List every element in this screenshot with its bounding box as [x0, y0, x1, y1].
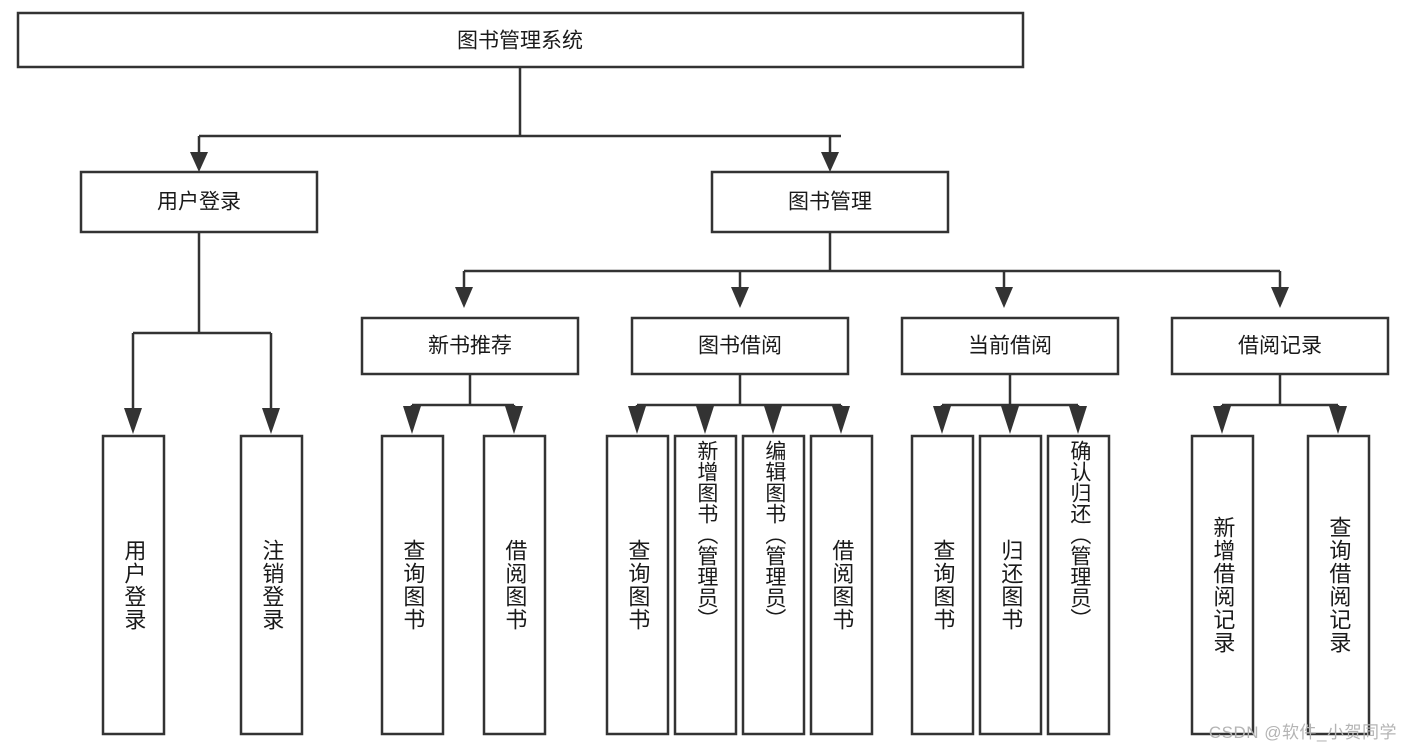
leaf-borrow-book-2-box[interactable] [809, 434, 874, 736]
leaf-confirm-return-box[interactable] [1046, 434, 1111, 736]
arrow-leaf-query-book-2 [628, 406, 646, 434]
node-book-borrow-box[interactable] [630, 316, 850, 376]
leaf-edit-book-box[interactable] [741, 434, 806, 736]
node-root[interactable]: 图书管理系统 [16, 11, 1025, 69]
arrow-leaf-user-login [124, 408, 142, 434]
node-borrow-record-box[interactable] [1170, 316, 1390, 376]
arrow-leaf-confirm-return [1069, 406, 1087, 434]
arrow-leaf-add-record [1213, 406, 1231, 434]
leaf-add-book-box[interactable] [673, 434, 738, 736]
leaf-return-book-box[interactable] [978, 434, 1043, 736]
arrow-new-book-recommend [455, 287, 473, 308]
node-borrow-record-label: 借阅记录 [1238, 335, 1322, 358]
node-book-management-label: 图书管理 [788, 191, 872, 214]
node-user-login[interactable]: 用户登录 [79, 170, 319, 234]
leaf-query-record-box[interactable] [1306, 434, 1371, 736]
leaf-query-book-1-box[interactable] [380, 434, 445, 736]
arrow-leaf-query-book-1 [403, 406, 421, 434]
node-user-login-box[interactable] [79, 170, 319, 234]
leaf-query-book-3-box[interactable] [910, 434, 975, 736]
arrow-leaf-edit-book [764, 406, 782, 434]
node-new-book-recommend-box[interactable] [360, 316, 580, 376]
node-root-box[interactable] [16, 11, 1025, 69]
leaf-add-record-box[interactable] [1190, 434, 1255, 736]
arrow-book-management [821, 152, 839, 172]
node-book-management[interactable]: 图书管理 [710, 170, 950, 234]
csdn-watermark: CSDN @软件_小贺同学 [1208, 723, 1397, 742]
node-new-book-recommend-label: 新书推荐 [428, 335, 512, 358]
leaf-user-logout-box[interactable] [239, 434, 304, 736]
leaf-borrow-book-1-box[interactable] [482, 434, 547, 736]
node-new-book-recommend[interactable]: 新书推荐 [360, 316, 580, 376]
leaf-user-login-box[interactable] [101, 434, 166, 736]
arrow-leaf-add-book [696, 406, 714, 434]
node-root-label: 图书管理系统 [457, 30, 583, 53]
arrow-borrow-record [1271, 287, 1289, 308]
arrow-leaf-return-book [1001, 406, 1019, 434]
leaf-query-book-2-box[interactable] [605, 434, 670, 736]
arrow-leaf-borrow-book-2 [832, 406, 850, 434]
nodes-layer: 图书管理系统 用户登录 图书管理 新书推荐 图书借阅 当前 [16, 11, 1390, 736]
node-current-borrow-label: 当前借阅 [968, 335, 1052, 358]
node-current-borrow-box[interactable] [900, 316, 1120, 376]
node-book-management-box[interactable] [710, 170, 950, 234]
arrow-leaf-query-book-3 [933, 406, 951, 434]
connectors-layer [124, 67, 1347, 434]
arrow-current-borrow [995, 287, 1013, 308]
arrow-leaf-borrow-book-1 [505, 406, 523, 434]
leaf-boxes-layer [101, 434, 1371, 736]
arrow-leaf-query-record [1329, 406, 1347, 434]
node-current-borrow[interactable]: 当前借阅 [900, 316, 1120, 376]
node-book-borrow[interactable]: 图书借阅 [630, 316, 850, 376]
node-borrow-record[interactable]: 借阅记录 [1170, 316, 1390, 376]
arrow-user-login [190, 152, 208, 172]
arrow-leaf-user-logout [262, 408, 280, 434]
node-user-login-label: 用户登录 [157, 191, 241, 214]
arrow-book-borrow [731, 287, 749, 308]
node-book-borrow-label: 图书借阅 [698, 335, 782, 358]
